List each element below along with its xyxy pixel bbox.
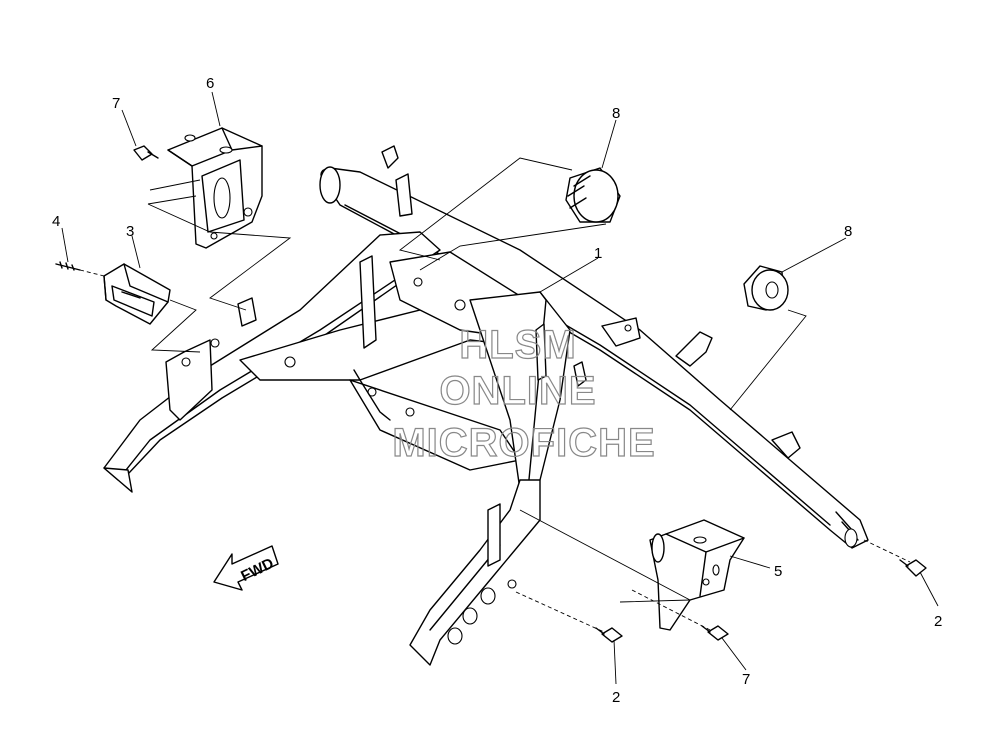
bolt-part-7-lower bbox=[701, 625, 729, 641]
forward-arrow: FWD bbox=[213, 545, 279, 591]
callout-leaders bbox=[61, 91, 939, 685]
bracket-part-3 bbox=[103, 263, 171, 325]
callout-8-right: 8 bbox=[844, 223, 852, 240]
callout-numbers: 6 7 4 3 8 8 1 5 2 2 7 bbox=[52, 75, 942, 706]
bolt-part-2-right bbox=[899, 559, 927, 577]
assembly-lines bbox=[79, 157, 911, 633]
callout-8-upper: 8 bbox=[612, 105, 620, 122]
callout-2-right: 2 bbox=[934, 613, 942, 630]
bolt-part-7-upper bbox=[133, 145, 159, 161]
front-frame-part-1 bbox=[103, 145, 869, 666]
callout-7-upper: 7 bbox=[112, 95, 120, 112]
callout-4: 4 bbox=[52, 213, 60, 230]
screw-part-4 bbox=[55, 261, 81, 271]
watermark-line-2: ONLINE bbox=[439, 369, 596, 413]
watermark-line-1: HLSM bbox=[459, 323, 576, 367]
bracket-part-6 bbox=[167, 127, 263, 249]
callout-7-lower: 7 bbox=[742, 671, 750, 688]
callout-2-bottom: 2 bbox=[612, 689, 620, 706]
cap-part-8-right bbox=[743, 265, 789, 311]
callout-3: 3 bbox=[126, 223, 134, 240]
watermark-line-3: MICROFICHE bbox=[392, 421, 655, 465]
cap-part-8-upper bbox=[565, 167, 621, 223]
watermark: HLSM ONLINE MICROFICHE bbox=[392, 322, 656, 465]
bracket-part-5 bbox=[649, 519, 745, 631]
bolt-part-2-bottom bbox=[595, 627, 623, 643]
callout-5: 5 bbox=[774, 563, 782, 580]
callout-6: 6 bbox=[206, 75, 214, 92]
callout-1: 1 bbox=[594, 245, 602, 262]
